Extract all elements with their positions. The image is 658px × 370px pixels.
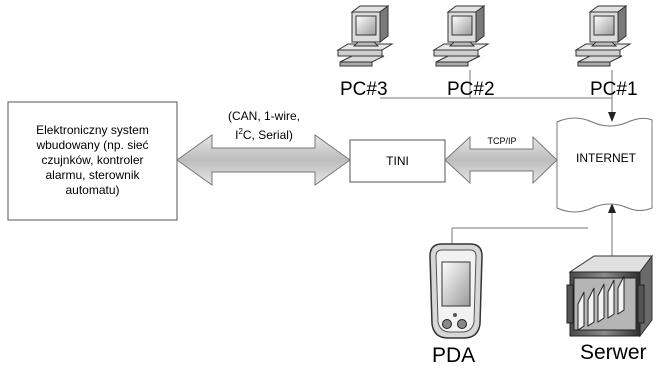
- embedded-system-box: [7, 101, 178, 221]
- pc1-icon: [574, 5, 632, 67]
- bus-label-line1: (CAN, 1-wire,: [227, 109, 300, 123]
- embedded-system-line: automatu): [65, 183, 120, 197]
- tini-box: [349, 139, 446, 183]
- embedded-system-line: wbudowany (np. sieć: [36, 138, 149, 152]
- network-lines: [380, 70, 613, 258]
- bus-label: (CAN, 1-wire, I2C, Serial): [204, 109, 324, 143]
- pda-label: PDA: [432, 344, 476, 367]
- server-label: Serwer: [580, 341, 647, 364]
- bus-superscript: 2: [238, 127, 243, 136]
- bus-i-letter: I: [235, 128, 239, 142]
- server-arrow-head: [608, 203, 616, 213]
- embedded-system-line: Elektroniczny system: [36, 123, 149, 137]
- pc1-label: PC#1: [590, 79, 638, 100]
- pc2-icon: [432, 5, 490, 67]
- tini-label: TINI: [386, 154, 409, 168]
- internet-cloud: [556, 117, 653, 213]
- pc3-icon: [336, 5, 394, 67]
- embedded-system-line: alarmu, sterownik: [45, 168, 140, 182]
- internet-label: INTERNET: [576, 151, 636, 165]
- pda-icon: [429, 243, 483, 339]
- pc1-arrow-head: [608, 112, 616, 122]
- pc2-label: PC#2: [447, 79, 495, 100]
- pc3-label: PC#3: [340, 79, 388, 100]
- server-icon: [566, 254, 653, 338]
- embedded-system-text: Elektroniczny system wbudowany (np. sieć…: [8, 123, 177, 198]
- embedded-system-line: czujnków, kontroler: [41, 153, 144, 167]
- tcpip-label: TCP/IP: [487, 136, 517, 146]
- bus-label-line2: I2C, Serial): [204, 124, 324, 143]
- bus-label-suffix: C, Serial): [242, 128, 293, 142]
